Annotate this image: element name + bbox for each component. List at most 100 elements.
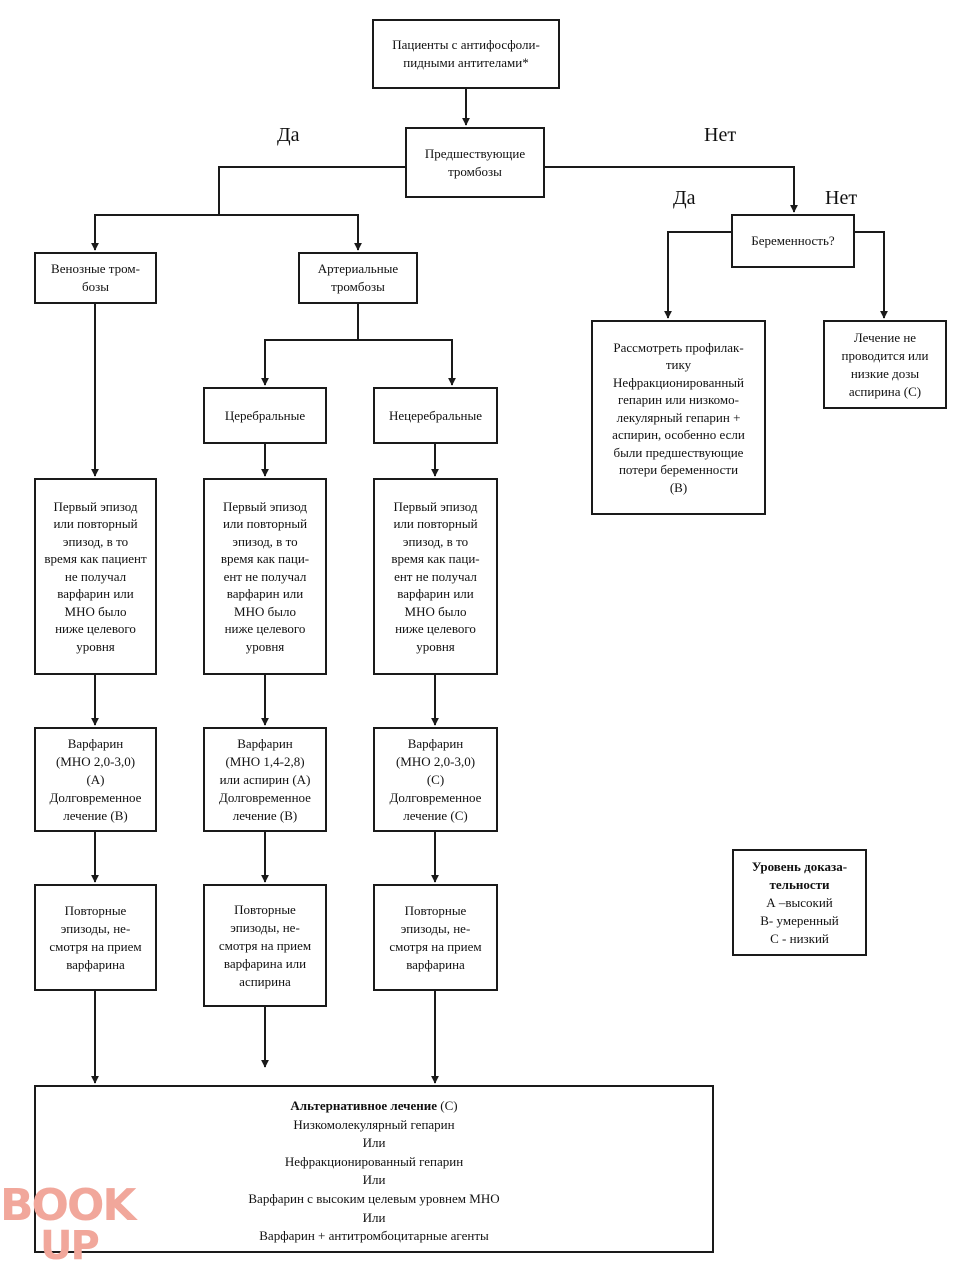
arrow-to-arterial xyxy=(219,214,362,251)
node-text-line: бозы xyxy=(82,279,109,294)
label-no-pregnancy: Нет xyxy=(825,187,858,209)
node-text-line: ниже целевого xyxy=(55,621,136,637)
alt-title: Альтернативное лечение xyxy=(290,1098,437,1113)
node-text-line: или повторный xyxy=(53,516,138,532)
arrow-to-cerebral xyxy=(261,339,358,386)
node-text-line: варфарина или xyxy=(223,955,307,971)
node-text-line: уровня xyxy=(76,638,115,654)
legend-title-2: тельности xyxy=(769,876,830,892)
node-text-line: смотря на прием xyxy=(389,938,482,954)
node-text-line: варфарина xyxy=(406,956,465,972)
node-text-line: (МНО 2,0-3,0) xyxy=(395,753,476,769)
node-warfarin-cerebral: Варфарин(МНО 1,4-2,8)или аспирин (А)Долг… xyxy=(203,727,327,832)
node-text-line: Церебральные xyxy=(224,407,306,423)
node-text-line: Долговременное xyxy=(49,789,142,805)
node-text-line: проводится или xyxy=(841,347,929,363)
node-text-line: тромбозы xyxy=(331,279,385,294)
node-text-line: Повторные xyxy=(64,902,127,918)
node-text-line: (МНО 2,0-3,0) xyxy=(55,753,136,769)
node-text-line: были предшествующие xyxy=(613,444,744,460)
node-text-line: потери беременности xyxy=(618,462,739,478)
node-text-line: Долговременное xyxy=(389,789,482,805)
node-pregnancy: Беременность? xyxy=(731,214,855,268)
node-text-line: или повторный xyxy=(222,516,308,532)
node-text-line: время как паци- xyxy=(391,551,480,567)
arrow-pregnancy-no xyxy=(855,231,888,319)
arrow-to-noncerebral xyxy=(358,339,456,386)
node-text-line: смотря на прием xyxy=(218,937,312,953)
node-text-line: ент не получал xyxy=(394,568,477,584)
node-text-line: время как пациент xyxy=(44,551,147,567)
node-text-line: эпизоды, не- xyxy=(60,920,131,936)
legend-item-b: В- умеренный xyxy=(760,912,839,928)
node-text-line: аспирина xyxy=(239,973,291,989)
node-text-line: эпизод, в то xyxy=(62,533,129,549)
node-text-line: (А) xyxy=(86,771,105,787)
legend-item-a: А –высокий xyxy=(766,894,833,910)
node-text-line: ниже целевого xyxy=(395,621,476,637)
node-text-line: Нефракционированный xyxy=(613,374,744,390)
node-text-line: варфарина xyxy=(66,956,125,972)
legend-title-1: Уровень доказа- xyxy=(751,858,848,874)
node-text-line: варфарин или xyxy=(57,586,134,602)
alt-line: Низкомолекулярный гепарин xyxy=(293,1116,455,1132)
node-text-line: Первый эпизод xyxy=(222,498,308,514)
arrow-to-venous xyxy=(91,214,219,251)
node-text-line: Повторные xyxy=(404,902,467,918)
node-text-line: Пациенты с антифосфоли- xyxy=(392,37,540,52)
node-text-line: МНО было xyxy=(64,603,127,619)
alt-or: Или xyxy=(362,1135,386,1151)
node-text-line: МНО было xyxy=(404,603,467,619)
node-text-line: лечение (В) xyxy=(232,807,298,823)
node-text-line: время как паци- xyxy=(220,551,310,567)
alt-or: Или xyxy=(362,1209,386,1225)
node-text-line: Первый эпизод xyxy=(393,498,478,514)
node-text-line: Лечение не xyxy=(853,329,917,345)
watermark-top: BOOK xyxy=(0,1180,136,1231)
node-text-line: тику xyxy=(665,357,692,373)
arrow-no-branch xyxy=(545,166,798,213)
evidence-legend: Уровень доказа- тельности А –высокий В- … xyxy=(732,849,867,956)
node-text-line: Первый эпизод xyxy=(53,498,138,514)
node-text-line: низкие дозы xyxy=(850,365,920,381)
node-text-line: аспирин, особенно если xyxy=(612,427,745,443)
node-text-line: Предшествующие xyxy=(424,145,526,161)
legend-item-c: С - низкий xyxy=(770,930,829,946)
node-text-line: не получал xyxy=(64,568,127,584)
node-text-line: Нецеребральные xyxy=(388,407,483,423)
node-text-line: смотря на прием xyxy=(49,938,142,954)
node-text-line: эпизод, в то xyxy=(402,533,469,549)
alt-line: Варфарин с высоким целевым уровнем МНО xyxy=(248,1190,500,1206)
node-text-line: гепарин или низкомо- xyxy=(618,392,739,408)
watermark-logo: BOOK UP xyxy=(0,1180,136,1267)
node-text-line: пидными антителами* xyxy=(403,55,529,70)
alt-grade: (С) xyxy=(437,1098,458,1113)
node-text-line: варфарин или xyxy=(397,586,474,602)
node-text-line: или аспирин (А) xyxy=(219,771,311,787)
node-text-line: эпизоды, не- xyxy=(230,919,300,935)
node-text-line: Рассмотреть профилак- xyxy=(613,339,744,355)
node-text-line: лечение (В) xyxy=(63,807,128,823)
node-text-line: Варфарин xyxy=(237,735,293,751)
node-text-line: лекулярный гепарин + xyxy=(616,409,741,425)
label-yes-main: Да xyxy=(277,124,300,146)
node-venous-thrombosis: Венозные тром-бозы xyxy=(34,252,157,304)
node-text-line: тромбозы xyxy=(448,163,502,179)
node-root: Пациенты с антифосфоли-пидными антителам… xyxy=(372,19,560,89)
node-text-line: аспирина (С) xyxy=(848,383,922,399)
label-yes-pregnancy: Да xyxy=(673,187,696,209)
node-text-line: Долговременное xyxy=(219,789,311,805)
alt-or: Или xyxy=(362,1172,386,1188)
arrow-yes-branch xyxy=(218,166,405,215)
node-text-line: уровня xyxy=(416,638,455,654)
node-text-line: Варфарин xyxy=(407,735,464,751)
node-no-treatment: Лечение не проводится или низкие дозы аспир… xyxy=(823,320,947,409)
